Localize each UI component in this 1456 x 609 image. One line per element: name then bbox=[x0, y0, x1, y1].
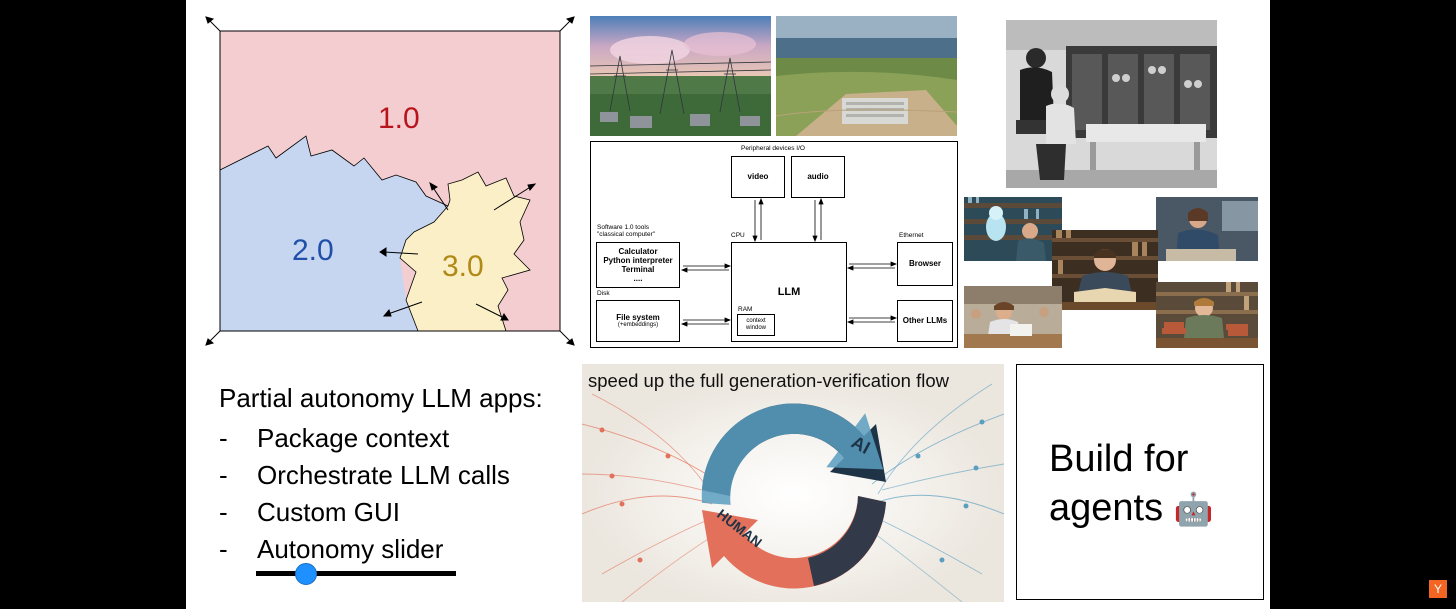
tool-ellipsis: .... bbox=[633, 274, 643, 284]
ram-label: RAM bbox=[738, 306, 753, 313]
robot-icon: 🤖 bbox=[1173, 491, 1214, 528]
bullet-dash: - bbox=[219, 497, 228, 527]
autonomy-slider[interactable] bbox=[256, 562, 456, 586]
slider-track[interactable] bbox=[256, 571, 456, 576]
agents-word: agents bbox=[1049, 487, 1164, 530]
ycombinator-logo: Y bbox=[1429, 580, 1447, 598]
file-system-label: File system bbox=[616, 312, 660, 322]
browser-box: Browser bbox=[897, 242, 953, 286]
agents-line-1: Build for bbox=[1049, 438, 1189, 480]
embeddings-label: (+embeddings) bbox=[617, 322, 659, 329]
bullet-dash: - bbox=[219, 423, 228, 453]
bullet-dash: - bbox=[219, 534, 228, 564]
tool-python: Python interpreter bbox=[603, 255, 673, 265]
item-custom-gui: Custom GUI bbox=[257, 497, 401, 527]
label-software-2: 2.0 bbox=[292, 234, 334, 267]
list-item: -Package context bbox=[219, 420, 543, 457]
flow-graphic: AI HUMAN bbox=[582, 364, 1004, 602]
photo-mainframe-computer bbox=[1006, 20, 1217, 188]
other-llms-box: Other LLMs bbox=[897, 300, 953, 342]
build-for-agents-text: Build for agents 🤖 bbox=[1049, 435, 1214, 534]
cpu-label: CPU bbox=[731, 232, 745, 239]
photo-study-books bbox=[1156, 282, 1258, 348]
photo-datacenter bbox=[776, 16, 957, 136]
file-system-box: File system (+embeddings) bbox=[596, 300, 680, 342]
photo-study-girl bbox=[1156, 197, 1258, 261]
slide: 1.0 2.0 3.0 bbox=[186, 0, 1270, 609]
item-package-context: Package context bbox=[257, 423, 450, 453]
item-autonomy-slider: Autonomy slider bbox=[257, 534, 444, 564]
bullet-dash: - bbox=[219, 460, 228, 490]
region-2 bbox=[220, 136, 448, 331]
photo-study-robot bbox=[964, 197, 1062, 261]
ethernet-label: Ethernet bbox=[899, 232, 924, 239]
list-item: -Orchestrate LLM calls bbox=[219, 457, 543, 494]
item-orchestrate-llm-calls: Orchestrate LLM calls bbox=[257, 460, 510, 490]
photo-power-station bbox=[590, 16, 771, 136]
tools-caption-line-1: Software 1.0 tools bbox=[597, 224, 650, 231]
audio-box: audio bbox=[791, 156, 845, 198]
flow-caption: speed up the full generation-verificatio… bbox=[588, 370, 949, 391]
diagram-arrows bbox=[680, 197, 898, 327]
audio-label: audio bbox=[807, 172, 829, 182]
list-item: -Custom GUI bbox=[219, 494, 543, 531]
other-llms-label: Other LLMs bbox=[902, 316, 948, 326]
slider-thumb[interactable] bbox=[295, 563, 317, 585]
disk-label: Disk bbox=[597, 290, 610, 297]
video-box: video bbox=[731, 156, 785, 198]
software-tools-caption: Software 1.0 tools "classical computer" bbox=[597, 224, 655, 238]
window-label: window bbox=[745, 325, 766, 331]
tool-terminal: Terminal bbox=[621, 265, 655, 274]
video-label: video bbox=[747, 172, 769, 182]
label-software-1: 1.0 bbox=[378, 102, 420, 135]
tools-caption-line-2: "classical computer" bbox=[597, 231, 656, 239]
software-map bbox=[205, 16, 575, 346]
llm-label: LLM bbox=[777, 285, 801, 298]
photo-study-students bbox=[964, 286, 1062, 348]
tool-calculator: Calculator bbox=[618, 246, 658, 256]
list-item: -Autonomy slider bbox=[219, 531, 543, 568]
photo-study-boy bbox=[1052, 230, 1158, 310]
list-heading: Partial autonomy LLM apps: bbox=[219, 383, 543, 413]
agents-line-2: agents 🤖 bbox=[1049, 484, 1214, 533]
peripheral-devices-label: Peripheral devices I/O bbox=[741, 145, 805, 152]
context-window-box: context window bbox=[737, 314, 775, 336]
generation-verification-image: AI HUMAN speed up the full generation-ve… bbox=[582, 364, 1004, 602]
label-software-3: 3.0 bbox=[442, 250, 484, 283]
llm-os-diagram: Peripheral devices I/O video audio Softw… bbox=[590, 141, 958, 348]
build-for-agents-box: Build for agents 🤖 bbox=[1016, 364, 1264, 600]
region-3 bbox=[400, 172, 530, 331]
browser-label: Browser bbox=[908, 259, 941, 269]
partial-autonomy-list: Partial autonomy LLM apps: -Package cont… bbox=[219, 383, 543, 568]
tools-box: Calculator Python interpreter Terminal .… bbox=[596, 242, 680, 288]
context-label: context bbox=[746, 318, 766, 325]
